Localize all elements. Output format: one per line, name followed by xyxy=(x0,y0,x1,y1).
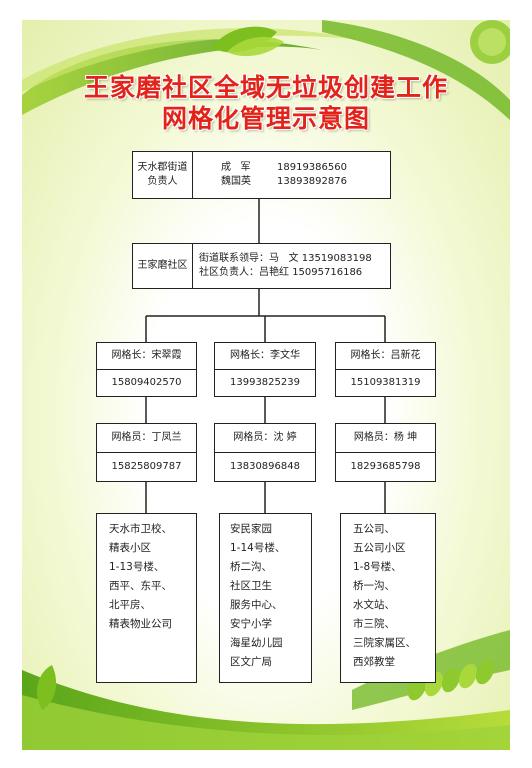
area-item: 安宁小学 xyxy=(230,618,272,630)
community-line1-role: 街道联系领导：马 文 xyxy=(199,253,299,264)
grid-member-phone: 13830896848 xyxy=(230,461,300,472)
grid-leader-name-cell: 网格长：李文华 xyxy=(215,343,315,370)
grid-leader-label: 网格长：李文华 xyxy=(230,350,300,361)
grid-member-phone: 15825809787 xyxy=(111,461,182,472)
area-item: 1-8号楼、 xyxy=(353,561,402,573)
grid-member-phone-cell: 18293685798 xyxy=(336,453,435,481)
area-item: 桥二沟、 xyxy=(230,561,272,573)
area-item: 三院家属区、 xyxy=(353,637,416,649)
leaf-icon xyxy=(212,26,277,53)
grid-member-box: 网格员：沈 婷 13830896848 xyxy=(214,423,316,482)
area-item: 五公司、 xyxy=(353,523,395,535)
area-item: 服务中心、 xyxy=(230,599,283,611)
area-item: 1-14号楼、 xyxy=(230,542,286,554)
leaf-icon xyxy=(475,659,495,685)
community-label: 王家磨社区 xyxy=(137,260,188,271)
top-swoosh-light xyxy=(22,28,362,92)
grid-leader-box: 网格长：吕新花 15109381319 xyxy=(335,342,436,397)
grid-member-label: 网格员：杨 坤 xyxy=(353,432,418,443)
grid-leader-phone-cell: 15109381319 xyxy=(336,370,435,396)
area-item: 社区卫生 xyxy=(230,580,272,592)
leaf-icon xyxy=(227,36,284,57)
area-item: 桥一沟、 xyxy=(353,580,395,592)
area-item: 五公司小区 xyxy=(353,542,406,554)
grid-leader-phone-cell: 15809402570 xyxy=(97,370,196,396)
grid-leader-phone: 13993825239 xyxy=(230,377,300,388)
area-item: 精表物业公司 xyxy=(109,618,172,630)
area-item: 天水市卫校、 xyxy=(109,523,172,535)
area-item: 1-13号楼、 xyxy=(109,561,165,573)
grid-leader-box: 网格长：李文华 13993825239 xyxy=(214,342,316,397)
area-item: 海星幼儿园 xyxy=(230,637,283,649)
area-item: 西平、东平、 xyxy=(109,580,172,592)
community-line2-phone: 15095716186 xyxy=(292,267,363,278)
grid-member-name-cell: 网格员：丁凤兰 xyxy=(97,424,196,453)
grid-leader-name-cell: 网格长：宋翠霞 xyxy=(97,343,196,370)
grid-member-box: 网格员：丁凤兰 15825809787 xyxy=(96,423,197,482)
community-label-cell: 王家磨社区 xyxy=(133,244,193,288)
grid-member-box: 网格员：杨 坤 18293685798 xyxy=(335,423,436,482)
area-item: 精表小区 xyxy=(109,542,151,554)
bottom-swoosh-light xyxy=(22,695,510,750)
grid-member-phone: 18293685798 xyxy=(350,461,421,472)
community-line1-phone: 13519083198 xyxy=(301,253,372,264)
grid-member-label: 网格员：丁凤兰 xyxy=(111,432,182,443)
area-item: 市三院、 xyxy=(353,618,395,630)
area-item: 安民家园 xyxy=(230,523,272,535)
grid-leader-label: 网格长：吕新花 xyxy=(350,350,421,361)
grid-area-list: 安民家园 1-14号楼、 桥二沟、 社区卫生 服务中心、 安宁小学 海星幼儿园 … xyxy=(219,513,312,683)
top-right-swoosh xyxy=(322,20,510,120)
grid-leader-name-cell: 网格长：吕新花 xyxy=(336,343,435,370)
area-item: 区文广局 xyxy=(230,656,272,668)
area-item: 西郊教堂 xyxy=(353,656,395,668)
grid-leader-phone: 15809402570 xyxy=(111,377,182,388)
street-label-line2: 负责人 xyxy=(147,176,178,187)
grid-leader-phone: 15109381319 xyxy=(350,377,421,388)
grid-area-list: 天水市卫校、 精表小区 1-13号楼、 西平、东平、 北平房、 精表物业公司 xyxy=(96,513,197,683)
area-item: 北平房、 xyxy=(109,599,151,611)
leaf-icon xyxy=(441,667,461,693)
street-people-cell: 成 军 18919386560 魏国英 13893892876 xyxy=(193,152,390,198)
grid-member-name-cell: 网格员：杨 坤 xyxy=(336,424,435,453)
leaf-icon xyxy=(37,665,57,710)
community-box: 王家磨社区 街道联系领导：马 文 13519083198 社区负责人：吕艳红 1… xyxy=(132,243,391,289)
grid-leader-phone-cell: 13993825239 xyxy=(215,370,315,396)
title-line-2: 网格化管理示意图 xyxy=(161,104,370,133)
community-people-cell: 街道联系领导：马 文 13519083198 社区负责人：吕艳红 1509571… xyxy=(193,244,390,288)
grid-member-name-cell: 网格员：沈 婷 xyxy=(215,424,315,453)
area-item: 水文站、 xyxy=(353,599,395,611)
community-line2-role: 社区负责人：吕艳红 xyxy=(199,267,289,278)
leaf-icon xyxy=(458,663,478,689)
grid-leader-label: 网格长：宋翠霞 xyxy=(111,350,182,361)
street-label-cell: 天水郡街道 负责人 xyxy=(133,152,193,198)
street-label-line1: 天水郡街道 xyxy=(137,162,188,173)
street-person1-name: 成 军 xyxy=(221,162,251,173)
grid-member-phone-cell: 13830896848 xyxy=(215,453,315,481)
street-person2-phone: 13893892876 xyxy=(277,176,347,187)
grid-area-list: 五公司、 五公司小区 1-8号楼、 桥一沟、 水文站、 市三院、 三院家属区、 … xyxy=(340,513,436,683)
street-leader-box: 天水郡街道 负责人 成 军 18919386560 魏国英 13893892876 xyxy=(132,151,391,199)
grid-member-phone-cell: 15825809787 xyxy=(97,453,196,481)
street-person2-name: 魏国英 xyxy=(221,176,251,187)
street-person1-phone: 18919386560 xyxy=(277,162,347,173)
grid-member-label: 网格员：沈 婷 xyxy=(233,432,297,443)
grid-leader-box: 网格长：宋翠霞 15809402570 xyxy=(96,342,197,397)
title-line-1: 王家磨社区全域无垃圾创建工作 xyxy=(83,73,448,102)
